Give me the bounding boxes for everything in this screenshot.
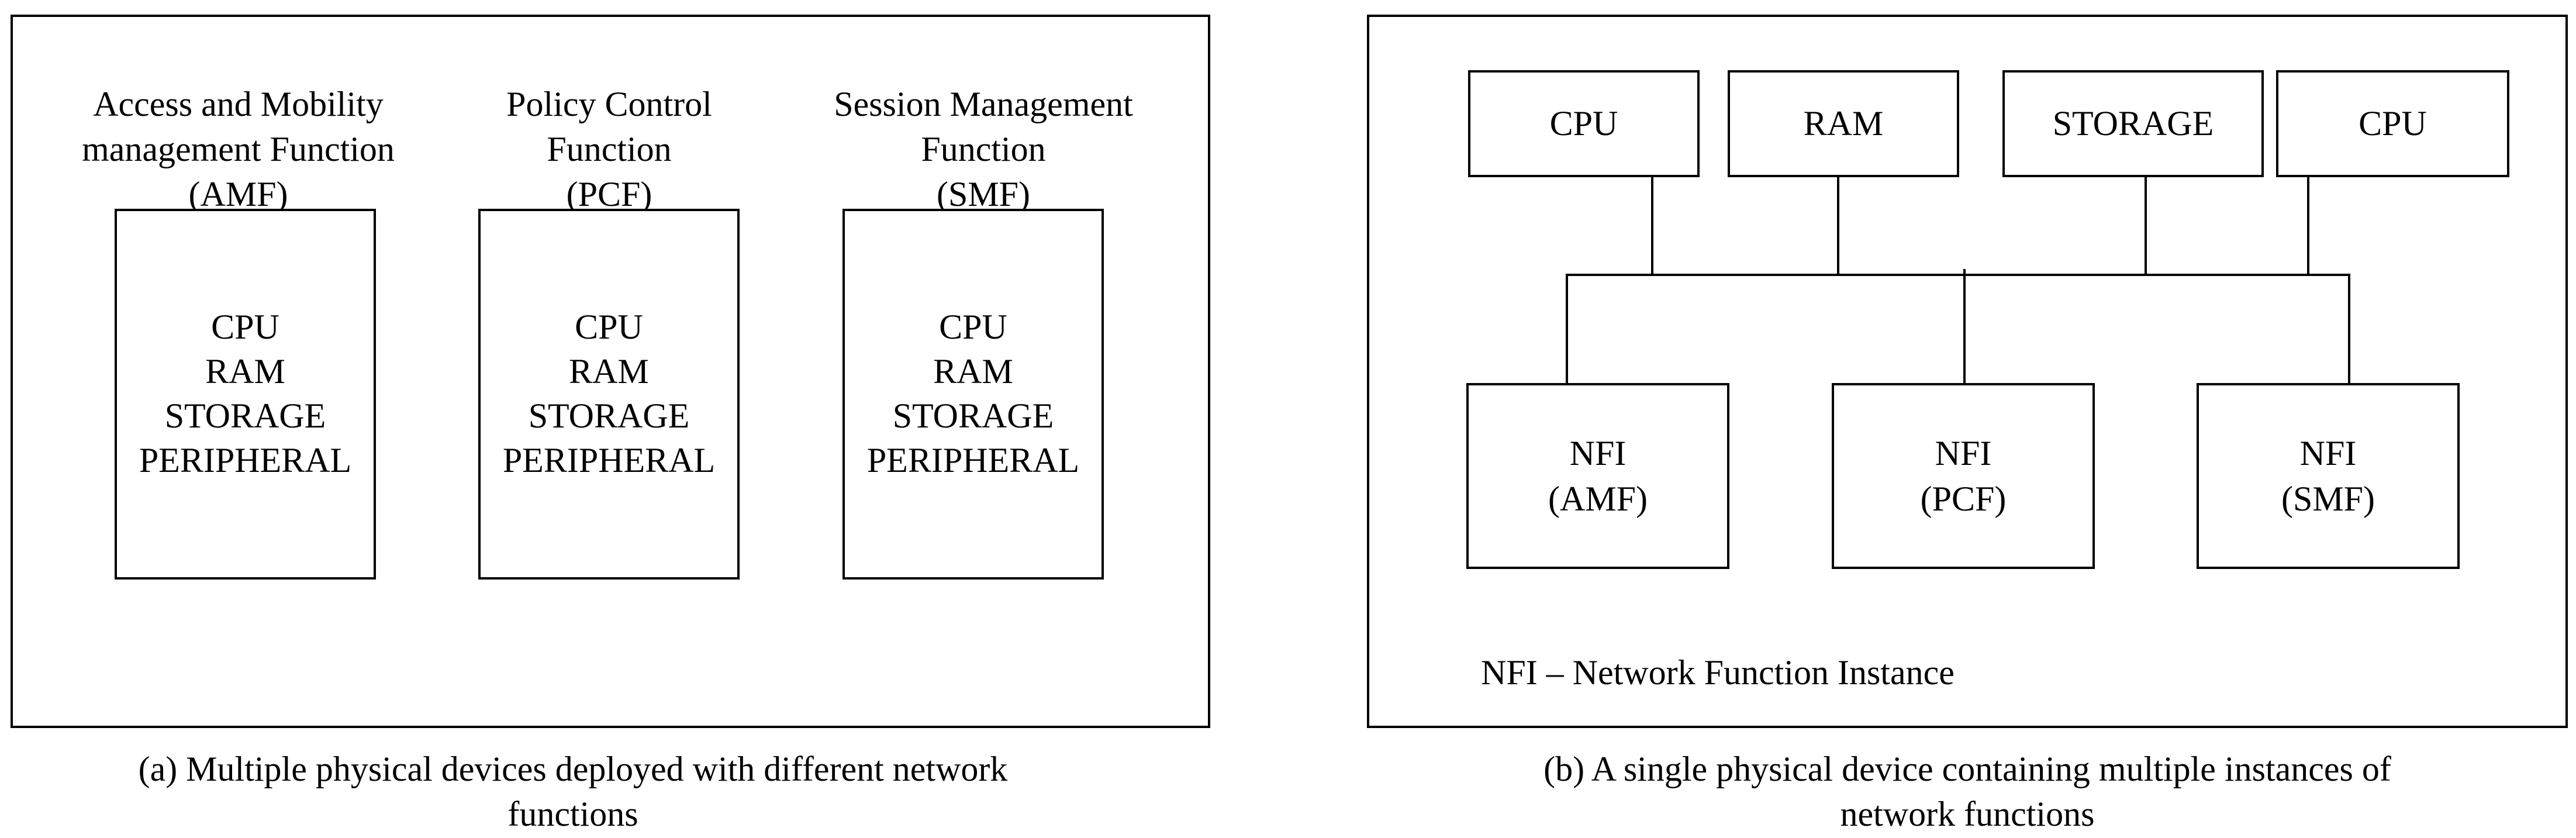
device-pcf-title-line-2: Function xyxy=(547,130,672,168)
device-smf-title: Session Management Function (SMF) xyxy=(802,82,1165,217)
resource-ram-label: RAM xyxy=(1803,104,1884,143)
nfi-smf-box: NFI (SMF) xyxy=(2197,383,2460,569)
device-pcf-spec-ram: RAM xyxy=(569,352,649,391)
resource-cpu-1-box: CPU xyxy=(1468,70,1700,177)
device-smf-spec-cpu: CPU xyxy=(939,308,1007,346)
device-pcf-spec-storage: STORAGE xyxy=(528,396,690,435)
resource-cpu-2-box: CPU xyxy=(2276,70,2509,177)
device-smf-title-line-1: Session Management xyxy=(834,85,1133,123)
device-amf-title-line-2: management Function xyxy=(82,130,395,168)
resource-cpu-1-label: CPU xyxy=(1549,104,1618,143)
device-smf-title-line-2: Function xyxy=(921,130,1046,168)
device-amf-box: CPU RAM STORAGE PERIPHERAL xyxy=(115,209,376,580)
device-pcf-title-line-1: Policy Control xyxy=(506,85,712,123)
device-pcf-specs: CPU RAM STORAGE PERIPHERAL xyxy=(481,305,737,482)
device-smf-specs: CPU RAM STORAGE PERIPHERAL xyxy=(845,305,1101,482)
device-smf-spec-ram: RAM xyxy=(933,352,1013,391)
device-amf-spec-ram: RAM xyxy=(205,352,285,391)
device-smf-spec-storage: STORAGE xyxy=(892,396,1054,435)
device-amf-title-line-1: Access and Mobility xyxy=(93,85,384,123)
panel-b-caption: (b) A single physical device containing … xyxy=(1450,747,2485,837)
nfi-amf-box: NFI (AMF) xyxy=(1466,383,1729,569)
panel-a-caption-line-1: (a) Multiple physical devices deployed w… xyxy=(138,750,1008,788)
resource-storage-box: STORAGE xyxy=(2002,70,2264,177)
device-smf-spec-peripheral: PERIPHERAL xyxy=(866,441,1080,480)
resource-cpu-2-label: CPU xyxy=(2359,104,2427,143)
nfi-amf-sub: (AMF) xyxy=(1548,480,1648,518)
device-smf-box: CPU RAM STORAGE PERIPHERAL xyxy=(842,209,1104,580)
device-pcf-box: CPU RAM STORAGE PERIPHERAL xyxy=(478,209,740,580)
panel-a-caption: (a) Multiple physical devices deployed w… xyxy=(70,747,1076,837)
device-amf-title: Access and Mobility management Function … xyxy=(76,82,400,217)
nfi-smf-label: NFI xyxy=(2299,434,2357,473)
nfi-legend: NFI – Network Function Instance xyxy=(1481,653,1955,692)
panel-b-caption-line-2: network functions xyxy=(1840,795,2095,833)
resource-ram-box: RAM xyxy=(1728,70,1959,177)
nfi-smf-sub: (SMF) xyxy=(2281,480,2375,518)
nfi-pcf-box: NFI (PCF) xyxy=(1832,383,2095,569)
panel-b-caption-line-1: (b) A single physical device containing … xyxy=(1543,750,2391,788)
device-pcf-spec-cpu: CPU xyxy=(575,308,643,346)
nfi-amf-label: NFI xyxy=(1569,434,1627,473)
device-amf-title-line-3: (AMF) xyxy=(188,175,288,213)
device-pcf-title-line-3: (PCF) xyxy=(566,175,652,213)
device-pcf-spec-peripheral: PERIPHERAL xyxy=(502,441,716,480)
device-amf-spec-peripheral: PERIPHERAL xyxy=(139,441,352,480)
nfi-pcf-sub: (PCF) xyxy=(1920,480,2007,518)
nfi-pcf-label: NFI xyxy=(1935,434,1992,473)
device-smf-title-line-3: (SMF) xyxy=(936,175,1031,213)
device-amf-spec-cpu: CPU xyxy=(211,308,279,346)
device-amf-specs: CPU RAM STORAGE PERIPHERAL xyxy=(117,305,374,482)
panel-a-caption-line-2: functions xyxy=(507,795,638,833)
resource-storage-label: STORAGE xyxy=(2052,104,2214,143)
device-pcf-title: Policy Control Function (PCF) xyxy=(451,82,767,217)
device-amf-spec-storage: STORAGE xyxy=(164,396,326,435)
